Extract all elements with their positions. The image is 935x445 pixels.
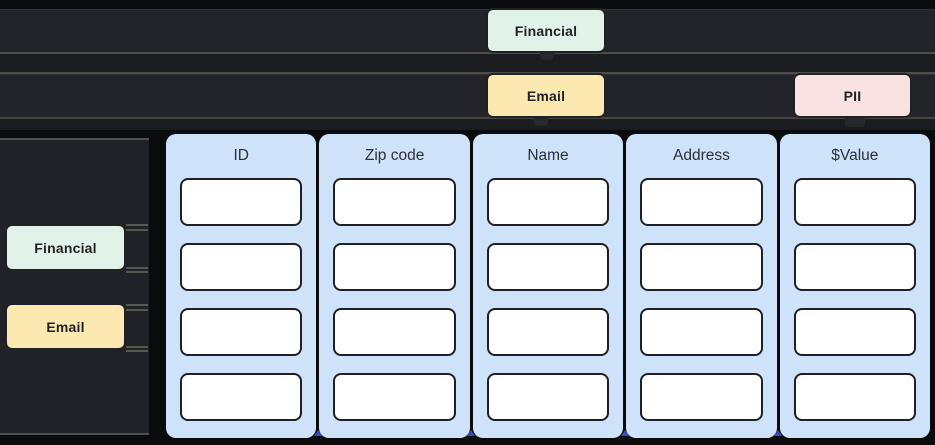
- divider-caret-icon: [313, 430, 322, 436]
- table-cell: [640, 308, 763, 356]
- tag-chip-email-sidebar[interactable]: Email: [5, 303, 126, 350]
- divider-caret-icon: [774, 430, 783, 436]
- table-column-id: ID: [166, 134, 317, 438]
- tag-chip-financial-sidebar[interactable]: Financial: [5, 224, 126, 271]
- sidebar-lane-mark: [126, 224, 148, 226]
- column-header: Zip code: [364, 147, 425, 164]
- divider-caret-icon: [772, 134, 785, 142]
- table-column-zip-code: Zip code: [319, 134, 470, 438]
- tag-chip-financial-timeline[interactable]: Financial: [486, 8, 606, 53]
- column-header: ID: [233, 147, 249, 164]
- tag-chip-label: Financial: [514, 22, 578, 39]
- table-cell: [333, 178, 456, 226]
- timeline-lane-1: [0, 9, 935, 53]
- lane-separator: [0, 117, 935, 119]
- sidebar-lane-mark: [126, 266, 148, 269]
- table-cell: [180, 308, 303, 356]
- column-header: $Value: [831, 147, 879, 164]
- table-cell: [333, 243, 456, 291]
- column-header: Name: [527, 147, 569, 164]
- table-cell: [486, 308, 610, 356]
- table-cell: [180, 373, 303, 421]
- table-cell: [793, 308, 917, 356]
- divider-caret-icon: [618, 134, 631, 142]
- table-column-address: Address: [626, 134, 777, 438]
- column-header: Address: [672, 147, 730, 164]
- tag-chip-label: Email: [46, 318, 85, 335]
- divider-caret-icon: [620, 430, 629, 436]
- tag-chip-pii-timeline[interactable]: PII: [793, 73, 912, 118]
- table-cell: [640, 373, 763, 421]
- tag-chip-label: PII: [843, 87, 862, 104]
- chip-connector-tab: [540, 52, 554, 60]
- sidebar-lane-mark: [126, 271, 148, 273]
- table-cell: [333, 308, 456, 356]
- tag-chip-email-timeline[interactable]: Email: [486, 73, 606, 118]
- table-cell: [793, 243, 917, 291]
- sidebar-lane-mark: [126, 350, 148, 352]
- sidebar-lane-mark: [126, 228, 148, 231]
- sidebar-lane-mark: [126, 304, 148, 306]
- table-cell: [793, 373, 917, 421]
- tag-chip-label: Email: [526, 87, 566, 104]
- sidebar-lane-mark: [126, 308, 148, 311]
- divider-caret-icon: [465, 134, 478, 142]
- table-cell: [180, 243, 303, 291]
- chip-connector-tab: [534, 117, 548, 126]
- table-cell: [180, 178, 303, 226]
- table-cell: [486, 178, 610, 226]
- table-cell: [333, 373, 456, 421]
- tag-chip-label: Financial: [34, 239, 97, 256]
- timeline-lane-2: [0, 74, 935, 118]
- lane-gap: [0, 54, 935, 72]
- chip-connector-tab: [845, 117, 865, 127]
- divider-caret-icon: [467, 430, 476, 436]
- table-cell: [640, 178, 763, 226]
- sidebar-lane-mark: [126, 345, 148, 348]
- table-cell: [640, 243, 763, 291]
- divider-caret-icon: [311, 134, 324, 142]
- lane-gap: [0, 119, 935, 130]
- table-cell: [793, 178, 917, 226]
- lane-separator: [0, 52, 935, 54]
- data-table: ID Zip code Name Address: [166, 134, 931, 438]
- sidebar-panel: [0, 138, 149, 435]
- table-column-name: Name: [472, 134, 624, 438]
- table-column-value: $Value: [779, 134, 931, 438]
- lane-separator: [0, 72, 935, 74]
- table-cell: [486, 243, 610, 291]
- table-cell: [486, 373, 610, 421]
